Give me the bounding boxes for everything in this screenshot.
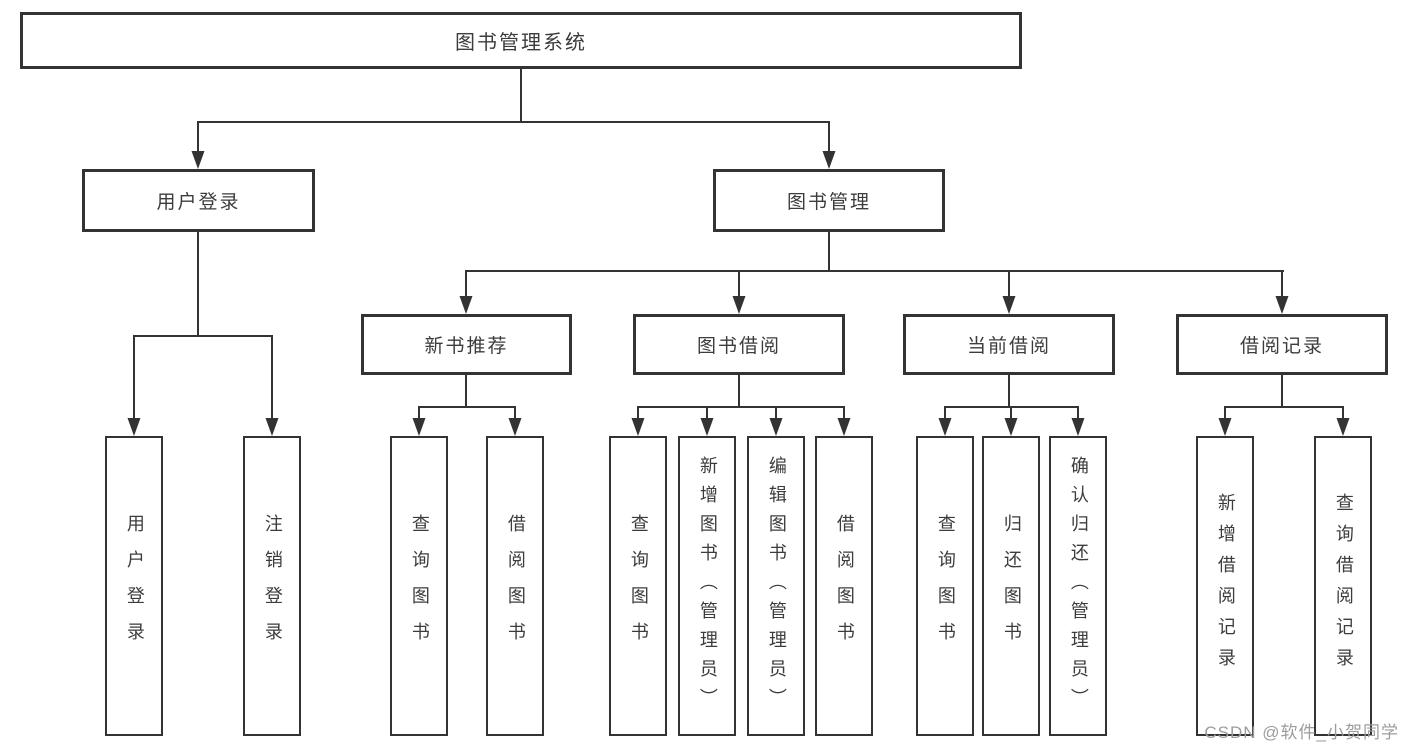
leaf-return-books: 归还图书 xyxy=(982,436,1040,736)
leaf-add-books-admin: 新增图书（管理员） xyxy=(678,436,736,736)
node-current-borrowing-label: 当前借阅 xyxy=(966,336,1051,357)
leaf-query-books-current-label: 查询图书 xyxy=(935,514,956,658)
leaf-query-borrow-record-label: 查询借阅记录 xyxy=(1333,493,1354,679)
leaf-query-books-current: 查询图书 xyxy=(916,436,974,736)
node-book-management-label: 图书管理 xyxy=(786,192,871,213)
leaf-query-books-borrowing: 查询图书 xyxy=(609,436,667,736)
leaf-logout-login: 注销登录 xyxy=(243,436,301,736)
leaf-add-books-admin-label: 新增图书（管理员） xyxy=(697,455,718,717)
leaf-borrow-books-recommend-label: 借阅图书 xyxy=(505,514,526,658)
leaf-logout-login-label: 注销登录 xyxy=(262,514,283,658)
node-library-system-label: 图书管理系统 xyxy=(455,32,587,54)
leaf-confirm-return-admin-label: 确认归还（管理员） xyxy=(1068,455,1089,717)
leaf-query-books-borrowing-label: 查询图书 xyxy=(628,514,649,658)
leaf-query-books-recommend-label: 查询图书 xyxy=(409,514,430,658)
node-library-system: 图书管理系统 xyxy=(20,12,1022,69)
node-current-borrowing: 当前借阅 xyxy=(903,314,1115,375)
node-new-book-recommend-label: 新书推荐 xyxy=(424,336,509,357)
leaf-user-login-label: 用户登录 xyxy=(124,514,145,658)
node-borrowing-records-label: 借阅记录 xyxy=(1239,336,1324,357)
leaf-user-login: 用户登录 xyxy=(105,436,163,736)
csdn-watermark: CSDN @软件_小贺同学 xyxy=(1204,723,1399,742)
node-book-borrowing-label: 图书借阅 xyxy=(696,336,781,357)
node-user-login-label: 用户登录 xyxy=(156,192,241,213)
leaf-query-books-recommend: 查询图书 xyxy=(390,436,448,736)
leaf-edit-books-admin-label: 编辑图书（管理员） xyxy=(766,455,787,717)
leaf-borrow-books-borrowing: 借阅图书 xyxy=(815,436,873,736)
node-book-management: 图书管理 xyxy=(713,169,945,232)
leaf-borrow-books-recommend: 借阅图书 xyxy=(486,436,544,736)
leaf-add-borrow-record: 新增借阅记录 xyxy=(1196,436,1254,736)
leaf-add-borrow-record-label: 新增借阅记录 xyxy=(1215,493,1236,679)
leaf-borrow-books-borrowing-label: 借阅图书 xyxy=(834,514,855,658)
leaf-confirm-return-admin: 确认归还（管理员） xyxy=(1049,436,1107,736)
leaf-return-books-label: 归还图书 xyxy=(1001,514,1022,658)
node-new-book-recommend: 新书推荐 xyxy=(361,314,572,375)
node-book-borrowing: 图书借阅 xyxy=(633,314,845,375)
leaf-edit-books-admin: 编辑图书（管理员） xyxy=(747,436,805,736)
leaf-query-borrow-record: 查询借阅记录 xyxy=(1314,436,1372,736)
node-borrowing-records: 借阅记录 xyxy=(1176,314,1388,375)
node-user-login: 用户登录 xyxy=(82,169,315,232)
